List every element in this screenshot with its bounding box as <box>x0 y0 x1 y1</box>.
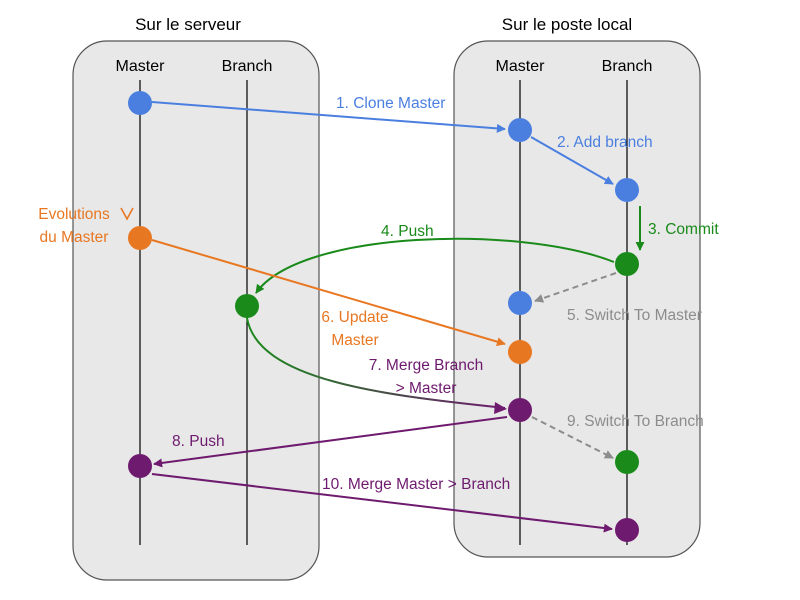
arrow-switch-to-branch <box>531 416 614 459</box>
label-step-4: 4. Push <box>381 223 434 240</box>
local-branch-merged-node <box>615 518 639 542</box>
label-evolutions-line2: du Master <box>40 229 109 246</box>
arrow-push-master <box>153 416 508 468</box>
server-title: Sur le serveur <box>135 15 241 34</box>
arrow-merge-branch-master <box>246 317 506 409</box>
arrow-merge-master-branch <box>151 473 613 533</box>
label-step-7-line2: > Master <box>396 380 457 397</box>
label-step-3: 3. Commit <box>648 221 719 238</box>
local-master-clone-node <box>508 118 532 142</box>
label-step-5: 5. Switch To Master <box>567 307 702 324</box>
label-step-10: 10. Merge Master > Branch <box>322 476 510 493</box>
local-branch-commit-node <box>615 252 639 276</box>
arrow-clone-master <box>151 101 506 133</box>
arrow-switch-to-master <box>534 272 617 303</box>
label-step-1: 1. Clone Master <box>336 95 445 112</box>
server-panel <box>72 40 320 581</box>
local-master-header: Master <box>496 58 546 75</box>
label-step-2: 2. Add branch <box>557 134 653 151</box>
label-step-7-line1: 7. Merge Branch <box>369 357 484 374</box>
arrow-merge-branch-master-head <box>494 402 507 414</box>
server-master-merged-node <box>128 454 152 478</box>
local-branch-created-node <box>615 178 639 202</box>
local-master-merged-node <box>508 398 532 422</box>
server-branch-header: Branch <box>222 58 273 75</box>
server-master-header: Master <box>116 58 166 75</box>
server-master-initial-node <box>128 91 152 115</box>
local-master-updated-node <box>508 340 532 364</box>
label-step-8: 8. Push <box>172 433 225 450</box>
server-master-evolution-node <box>128 226 152 250</box>
local-title: Sur le poste local <box>502 15 632 34</box>
local-branch-switch-node <box>615 450 639 474</box>
arrow-add-branch <box>530 136 614 185</box>
arrow-update-master <box>151 239 506 347</box>
local-branch-header: Branch <box>602 58 653 75</box>
label-step-9: 9. Switch To Branch <box>567 413 704 430</box>
label-step-6-line1: 6. Update <box>321 309 388 326</box>
arrow-push-branch <box>255 237 615 294</box>
local-master-switch-node <box>508 291 532 315</box>
local-panel <box>453 40 701 558</box>
server-branch-pushed-node <box>235 294 259 318</box>
evolution-arrowhead <box>120 207 134 221</box>
label-step-6-line2: Master <box>331 332 378 349</box>
label-evolutions-line1: Evolutions <box>38 206 110 223</box>
